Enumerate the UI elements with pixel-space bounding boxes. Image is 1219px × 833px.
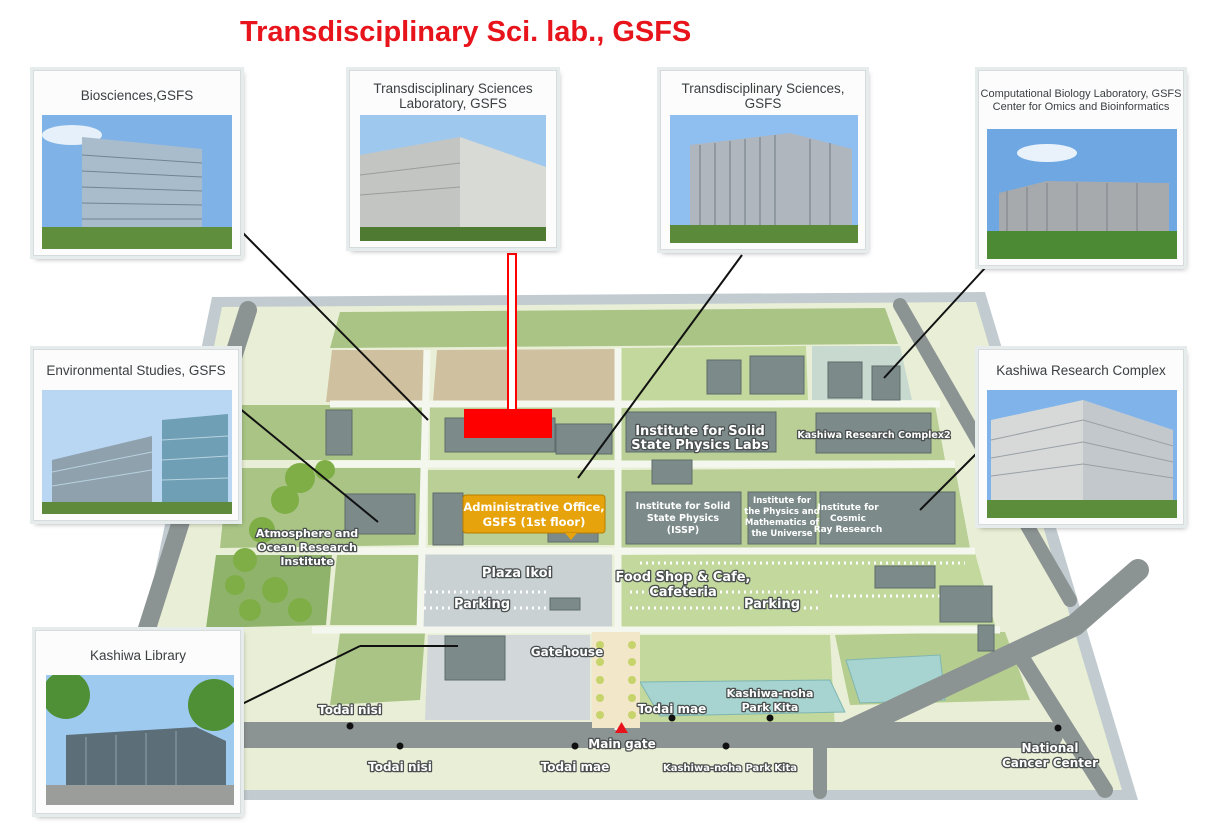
label-food-2: Cafeteria <box>649 585 716 600</box>
pond <box>639 654 946 717</box>
card-compbio-title-1: Computational Biology Laboratory, GSFS <box>980 88 1182 100</box>
card-kashiwa-research: Kashiwa Research Complex <box>978 349 1184 525</box>
label-parking-east: Parking <box>744 597 800 612</box>
photo-kashiwa-research <box>987 390 1177 518</box>
photo-compbio <box>987 129 1177 259</box>
label-kashiwa-noha-south: Kashiwa-noha Park Kita <box>663 763 797 774</box>
label-ipmu-2: the Physics and <box>744 507 820 517</box>
photo-environmental <box>42 390 232 514</box>
highlighted-lab <box>464 409 552 438</box>
label-aori-2: Ocean Research <box>257 541 357 554</box>
trees-west <box>225 460 335 622</box>
admin-office-pointer <box>565 533 577 540</box>
card-biosciences-title: Biosciences,GSFS <box>80 88 194 103</box>
label-todai-mae-north: Todai mae <box>638 702 707 716</box>
bus-stop-markers <box>346 714 1062 750</box>
main-gate-path <box>592 632 640 728</box>
label-aori-3: Institute <box>280 555 333 568</box>
label-main-gate: Main gate <box>588 737 655 751</box>
label-parking-west: Parking <box>454 597 510 612</box>
label-plaza: Plaza Ikoi <box>482 566 552 581</box>
label-icrr-3: Ray Research <box>814 525 882 535</box>
label-gatehouse: Gatehouse <box>531 645 603 659</box>
label-admin-1: Administrative Office, <box>463 500 604 514</box>
card-transdisc: Transdisciplinary Sciences, GSFS <box>660 70 866 250</box>
label-ipmu-1: Institute for <box>753 496 812 506</box>
green-west-4 <box>330 555 420 625</box>
gate-trees <box>596 641 636 719</box>
field-west <box>326 350 425 402</box>
label-todai-nisi-north: Todai nisi <box>318 703 382 717</box>
label-aori-1: Atmosphere and <box>256 527 358 540</box>
label-ipmu-3: Mathematics of <box>745 518 820 528</box>
label-ipmu-4: the Universe <box>751 529 812 539</box>
photo-library <box>46 675 234 805</box>
callout-lines <box>232 229 986 706</box>
photo-transdisc <box>670 115 858 243</box>
photo-transdisc-lab <box>360 115 546 241</box>
label-cancer-2: Cancer Center <box>1002 756 1098 770</box>
main-gate-marker <box>615 722 628 733</box>
card-transdisc-lab-title-1: Transdisciplinary Sciences <box>373 81 533 96</box>
card-environmental: Environmental Studies, GSFS <box>33 349 239 521</box>
top-strip <box>330 308 898 348</box>
card-transdisc-lab-title-2: Laboratory, GSFS <box>399 96 507 111</box>
card-library: Kashiwa Library <box>35 630 241 814</box>
highlight-connector <box>507 253 517 411</box>
card-biosciences: Biosciences,GSFS <box>33 70 241 256</box>
plaza-area <box>418 548 612 630</box>
card-transdisc-title-2: GSFS <box>744 96 782 111</box>
label-kashiwa-rc2: Kashiwa Research Complex2 <box>797 430 950 441</box>
label-kashiwa-noha-2: Park Kita <box>742 701 799 714</box>
label-issp-3: (ISSP) <box>667 525 699 536</box>
card-kashiwa-research-title: Kashiwa Research Complex <box>996 363 1166 378</box>
label-issp-1: Institute for Solid <box>636 501 731 512</box>
parking-stripes <box>424 561 965 610</box>
green-sw <box>330 633 425 705</box>
label-issp-labs-2: State Physics Labs <box>631 438 769 453</box>
label-icrr-2: Cosmic <box>830 514 866 524</box>
card-transdisc-lab: Transdisciplinary Sciences Laboratory, G… <box>349 70 557 248</box>
label-todai-mae-south: Todai mae <box>541 760 610 774</box>
label-cancer-1: National <box>1022 741 1079 755</box>
label-todai-nisi-south: Todai nisi <box>368 760 432 774</box>
card-compbio-title-2: Center for Omics and Bioinformatics <box>992 101 1170 113</box>
label-food-1: Food Shop & Cafe, <box>615 570 750 585</box>
card-library-title: Kashiwa Library <box>89 648 187 663</box>
buildings <box>325 355 995 681</box>
map-labels: Institute for Solid State Physics Labs K… <box>255 423 1100 776</box>
card-environmental-title: Environmental Studies, GSFS <box>46 363 226 378</box>
label-kashiwa-noha-1: Kashiwa-noha <box>727 687 814 700</box>
field-center <box>433 349 617 402</box>
label-icrr-1: Institute for <box>817 503 879 513</box>
label-issp-2: State Physics <box>647 513 720 524</box>
admin-office-box <box>462 494 606 534</box>
card-transdisc-title-1: Transdisciplinary Sciences, <box>681 81 845 96</box>
label-issp-labs-1: Institute for Solid <box>635 424 765 439</box>
card-compbio: Computational Biology Laboratory, GSFS C… <box>978 70 1184 266</box>
label-admin-2: GSFS (1st floor) <box>483 515 586 529</box>
page-title: Transdisciplinary Sci. lab., GSFS <box>240 16 692 48</box>
photo-biosciences <box>42 115 232 249</box>
